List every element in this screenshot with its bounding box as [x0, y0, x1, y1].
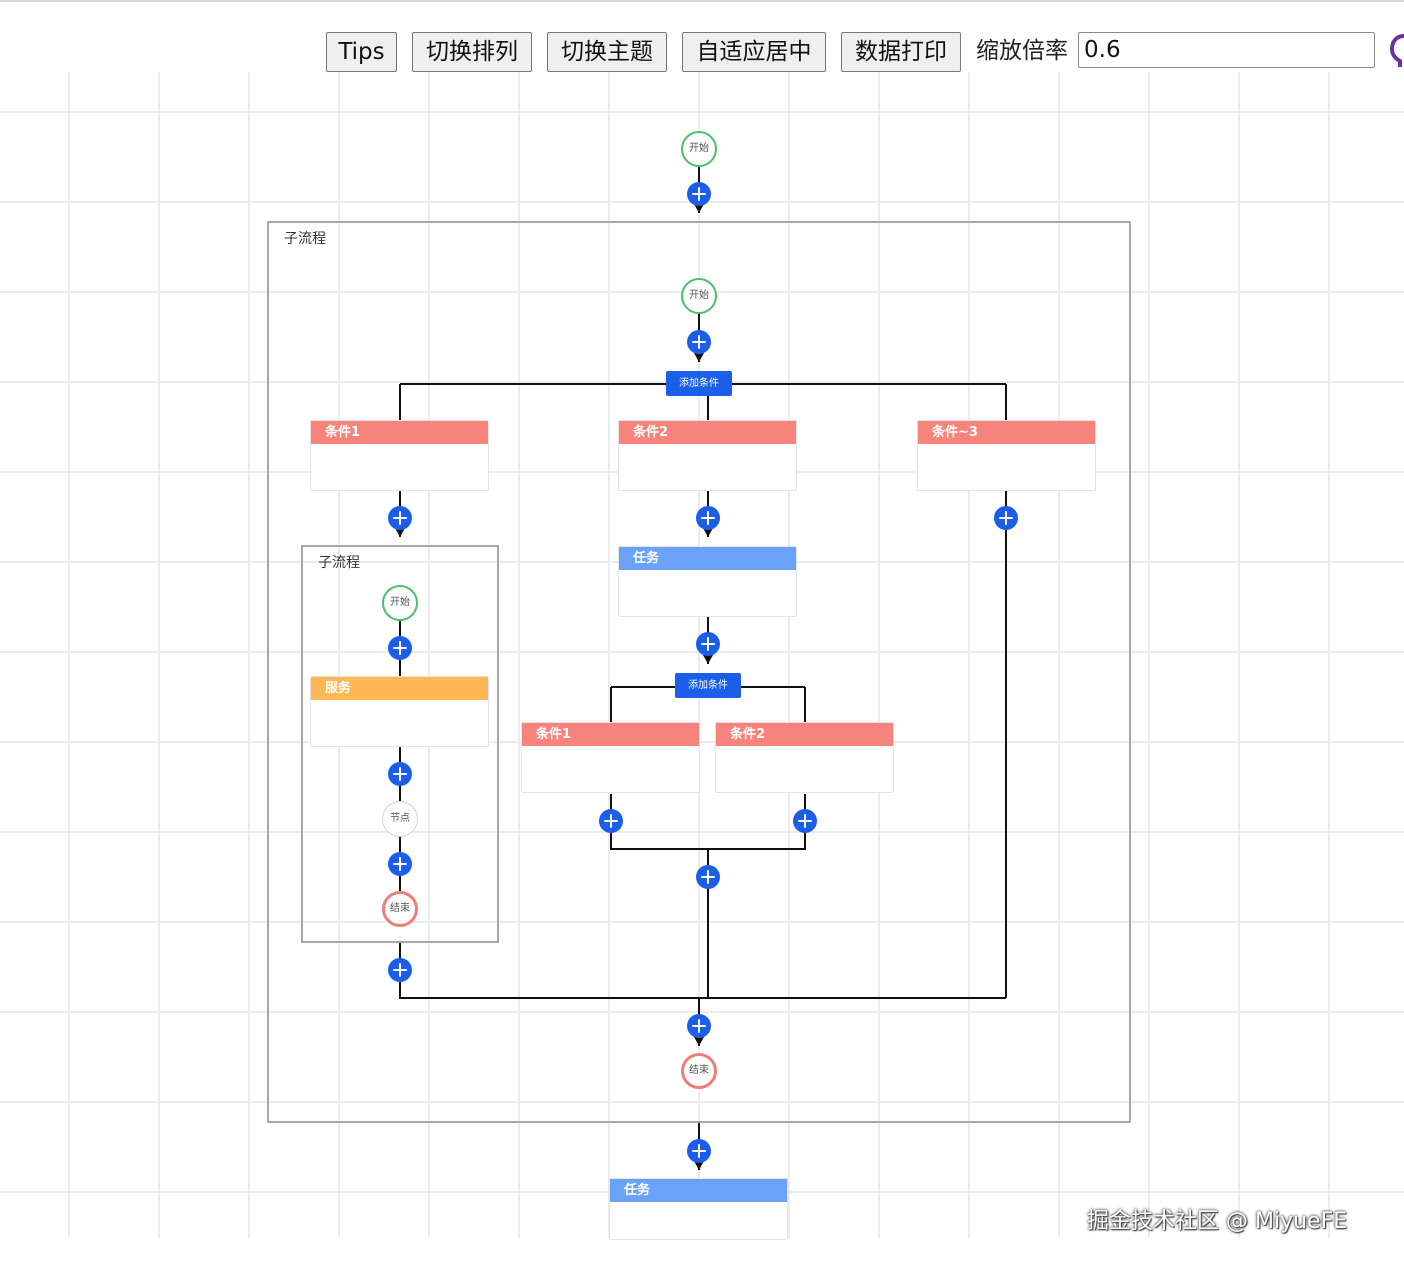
edge-inner-to-merge — [399, 943, 1006, 999]
inner-end-node[interactable]: 结束 — [382, 891, 418, 927]
nested-condition-card-2[interactable]: 条件2 — [715, 722, 894, 793]
print-data-button[interactable]: 数据打印 — [841, 32, 961, 72]
condition-card-1[interactable]: 条件1 — [310, 420, 489, 491]
condition-card-2[interactable]: 条件2 — [618, 420, 797, 491]
inner-subprocess-group[interactable]: 子流程 — [301, 545, 499, 943]
task-card[interactable]: 任务 — [618, 546, 797, 617]
add-node-button[interactable] — [388, 762, 412, 786]
fit-center-button[interactable]: 自适应居中 — [682, 32, 826, 72]
add-node-button[interactable] — [687, 330, 711, 354]
add-node-button[interactable] — [599, 809, 623, 833]
outer-start-node[interactable]: 开始 — [681, 278, 717, 314]
add-node-button[interactable] — [687, 182, 711, 206]
condition-card-title: 条件1 — [522, 723, 699, 746]
zoom-input[interactable] — [1078, 32, 1375, 68]
condition-card-title: 条件2 — [716, 723, 893, 746]
add-node-button[interactable] — [696, 865, 720, 889]
inner-start-node[interactable]: 开始 — [382, 585, 418, 621]
add-node-button[interactable] — [388, 506, 412, 530]
outer-end-node[interactable]: 结束 — [681, 1053, 717, 1089]
edge-nested-merge — [610, 794, 806, 850]
condition-card-3[interactable]: 条件~3 — [917, 420, 1096, 491]
watermark-text: 掘金技术社区 @ MiyueFE — [1087, 1209, 1348, 1234]
root-start-node[interactable]: 开始 — [681, 131, 717, 167]
toggle-layout-button[interactable]: 切换排列 — [412, 32, 532, 72]
add-node-button[interactable] — [994, 506, 1018, 530]
top-border — [0, 0, 1404, 2]
service-card[interactable]: 服务 — [310, 676, 489, 747]
add-node-button[interactable] — [793, 809, 817, 833]
add-node-button[interactable] — [388, 636, 412, 660]
service-card-title: 服务 — [311, 677, 488, 700]
tips-button[interactable]: Tips — [326, 32, 397, 72]
condition-card-title: 条件~3 — [918, 421, 1095, 444]
zoom-label: 缩放倍率 — [976, 38, 1068, 64]
nested-condition-card-1[interactable]: 条件1 — [521, 722, 700, 793]
add-node-button[interactable] — [696, 506, 720, 530]
nested-add-condition-button[interactable]: 添加条件 — [675, 673, 741, 698]
task-card-title: 任务 — [619, 547, 796, 570]
condition-card-title: 条件2 — [619, 421, 796, 444]
generic-node[interactable]: 节点 — [382, 801, 418, 837]
toggle-theme-button[interactable]: 切换主题 — [547, 32, 667, 72]
task-card-title: 任务 — [610, 1179, 787, 1202]
add-node-button[interactable] — [687, 1014, 711, 1038]
condition-card-title: 条件1 — [311, 421, 488, 444]
add-node-button[interactable] — [388, 852, 412, 876]
bottom-task-card[interactable]: 任务 — [609, 1178, 788, 1240]
add-node-button[interactable] — [388, 958, 412, 982]
outer-subprocess-group[interactable]: 子流程 — [267, 221, 1131, 1123]
inner-subprocess-title: 子流程 — [318, 555, 360, 571]
github-icon[interactable] — [1390, 32, 1404, 70]
add-node-button[interactable] — [696, 632, 720, 656]
add-node-button[interactable] — [687, 1139, 711, 1163]
outer-subprocess-title: 子流程 — [284, 231, 326, 247]
add-condition-button[interactable]: 添加条件 — [666, 371, 732, 396]
toolbar: Tips 切换排列 切换主题 自适应居中 数据打印 缩放倍率 — [0, 0, 1404, 72]
